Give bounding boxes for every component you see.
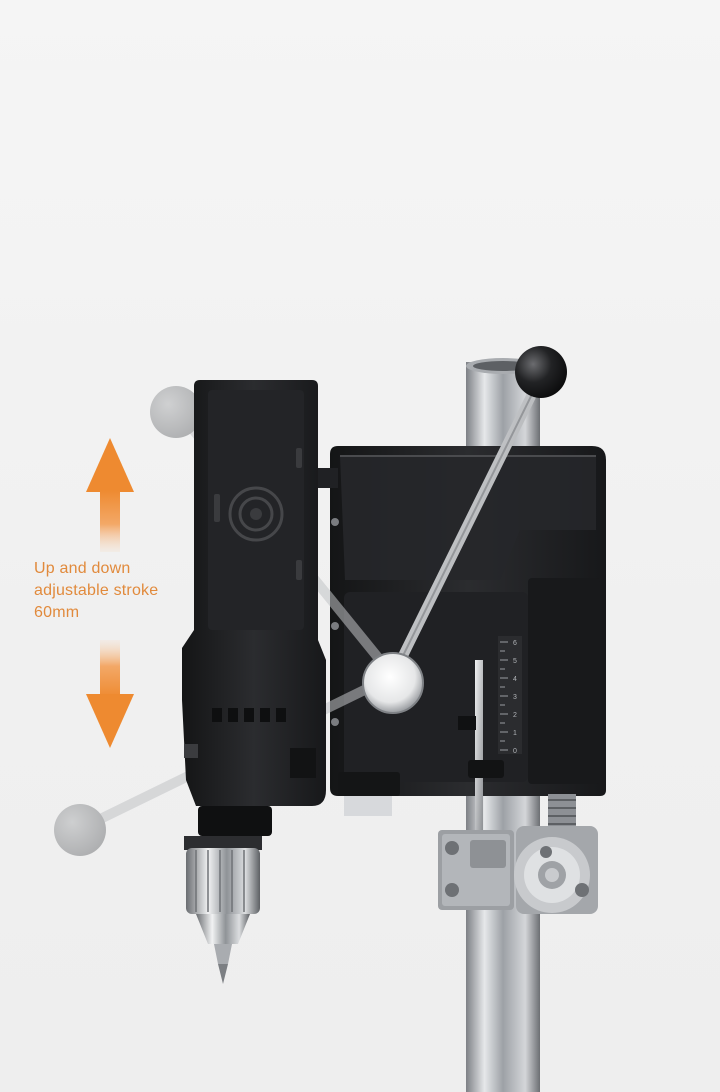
stroke-annotation: Up and down adjustable stroke 60mm <box>34 558 234 624</box>
scale-label: 4 <box>513 676 517 683</box>
depth-stop-rod <box>458 660 504 836</box>
depth-scale: 6 5 4 3 2 1 0 <box>498 636 522 755</box>
annotation-line-2: adjustable stroke <box>34 582 159 599</box>
stroke-arrow-up <box>86 438 134 552</box>
scale-label: 6 <box>513 640 517 647</box>
scale-label: 2 <box>513 712 517 719</box>
depth-scale-ticks <box>500 641 508 751</box>
handle-hub <box>362 652 424 714</box>
feed-handle <box>388 346 567 681</box>
handle-knob <box>515 346 567 398</box>
scale-label: 1 <box>513 730 517 737</box>
scale-label: 5 <box>513 658 517 665</box>
annotation-line-3: 60mm <box>34 604 80 621</box>
scale-label: 3 <box>513 694 517 701</box>
scale-label: 0 <box>513 748 517 755</box>
depth-scale-labels: 6 5 4 3 2 1 0 <box>513 640 517 755</box>
motor-head <box>182 380 338 836</box>
feed-bracket <box>438 794 598 914</box>
gearbox-housing <box>330 446 606 816</box>
annotation-line-1: Up and down <box>34 560 131 577</box>
stroke-arrow-down <box>86 640 134 748</box>
drill-chuck <box>184 836 262 984</box>
